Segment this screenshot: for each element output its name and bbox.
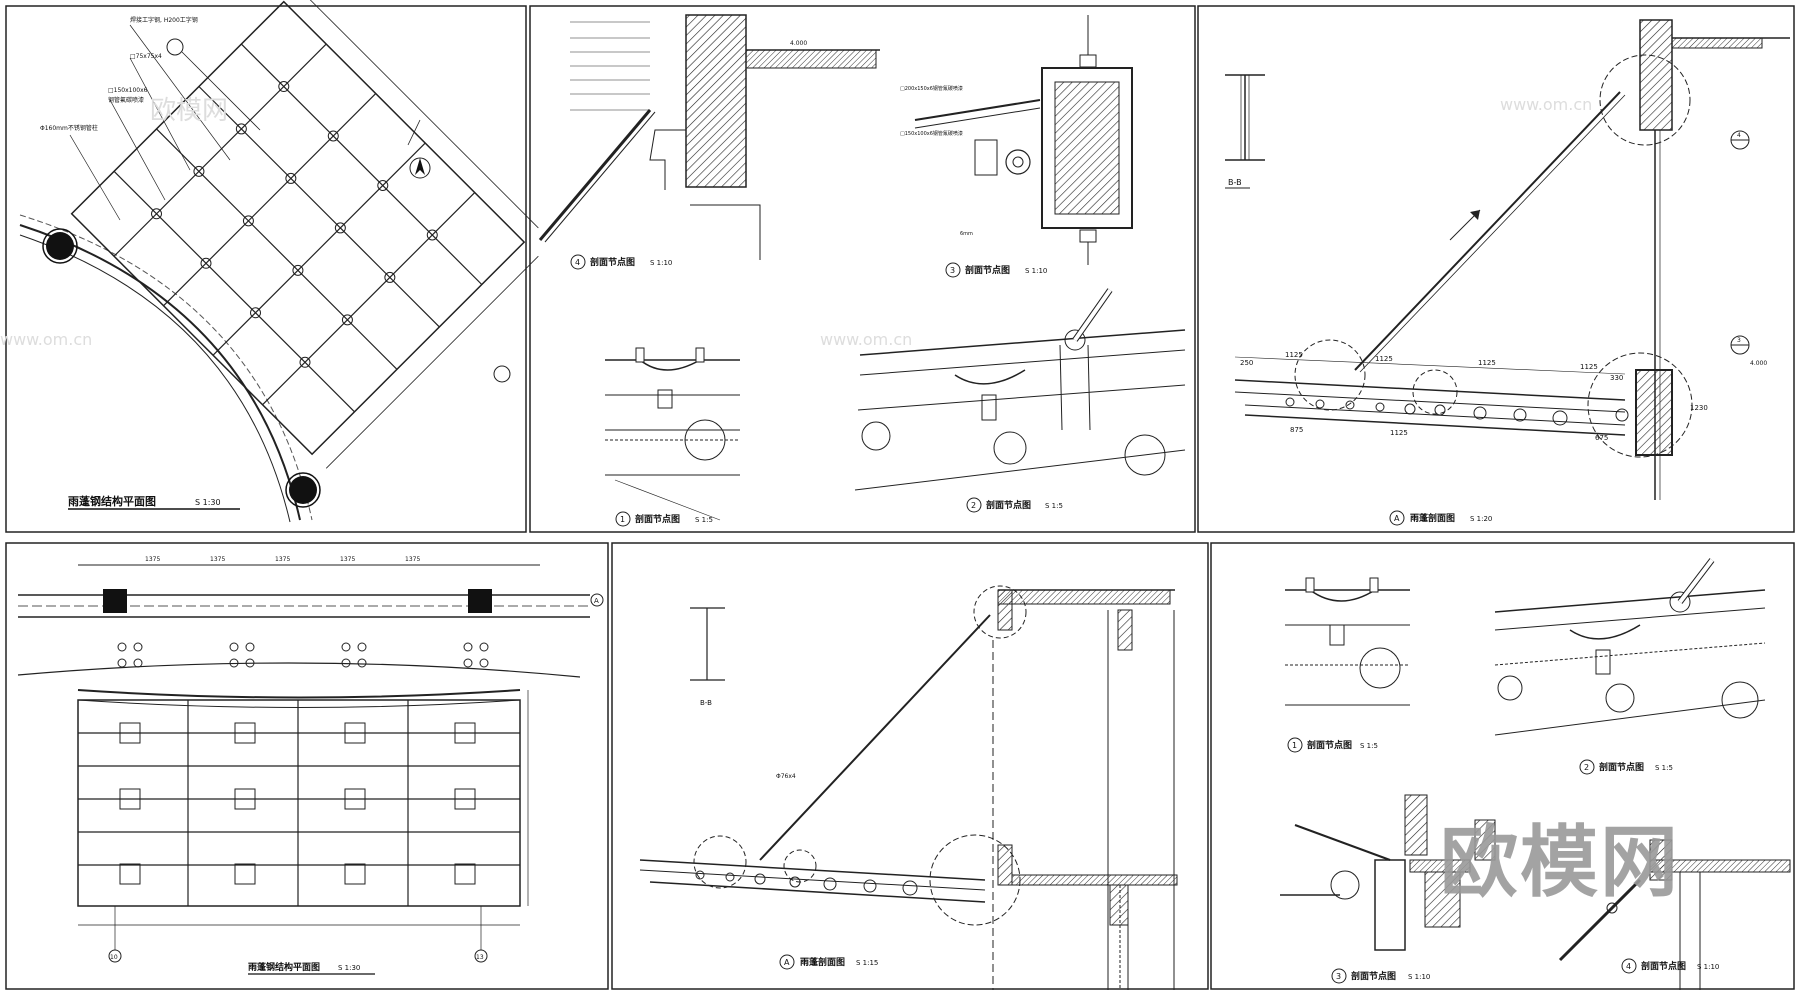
rod-label: Φ76x4 [776, 773, 796, 780]
scale-plan-top: S 1:30 [195, 498, 221, 507]
ref-4-top: 4 [1737, 132, 1741, 139]
grid-13-label: 13 [476, 954, 484, 961]
dim-a-8: 250 [1240, 359, 1253, 367]
grid-10-label: 10 [110, 954, 118, 961]
num-sec1-top: 1 [620, 515, 625, 524]
title-sec3-top: 剖面节点图 [965, 264, 1010, 276]
title-plan-top: 雨蓬钢结构平面图 [68, 494, 156, 508]
scale-sec1-bot: S 1:5 [1360, 742, 1378, 750]
note-steel-2: □75x75x4 [130, 53, 162, 60]
dim-top-1: 1375 [145, 556, 160, 563]
grid-a-label: A [594, 597, 599, 605]
title-sec4-top: 剖面节点图 [590, 256, 635, 268]
plan-top-left: 焊接工字钢, H200工字钢 □75x75x4 □150x100x6 钢管氟碳喷… [19, 0, 539, 523]
note-steel-1: 焊接工字钢, H200工字钢 [130, 16, 198, 24]
scale-sec3-top: S 1:10 [1025, 267, 1047, 275]
scale-secA-bot: S 1:15 [856, 959, 878, 967]
title-sec2-top: 剖面节点图 [986, 499, 1031, 511]
title-sec4-bot: 剖面节点图 [1641, 960, 1686, 972]
num-sec3-bot: 3 [1336, 972, 1341, 981]
ref-3-top: 3 [1737, 337, 1741, 344]
dim-a-1: 1125 [1285, 351, 1303, 359]
svg-text:□200x150x6钢管氟碳喷漆: □200x150x6钢管氟碳喷漆 [900, 85, 963, 92]
scale-sec4-top: S 1:10 [650, 259, 672, 267]
scale-sec2-top: S 1:5 [1045, 502, 1063, 510]
num-sec4-bot: 4 [1626, 962, 1631, 971]
dim-top-4: 1375 [340, 556, 355, 563]
note-steel-4: 钢管氟碳喷漆 [108, 96, 144, 104]
title-secA-top: 雨蓬剖面图 [1410, 512, 1455, 524]
scale-secA-top: S 1:20 [1470, 515, 1492, 523]
section-a-top-right: B-B 1125 1125 1125 [1225, 19, 1790, 526]
dim-top-3: 1375 [275, 556, 290, 563]
dim-a-2: 1125 [1375, 355, 1393, 363]
watermark-site-3: www.om.cn [1500, 95, 1593, 114]
watermark-logo: 欧模网 [1439, 818, 1680, 908]
num-secA-bot: A [784, 958, 790, 967]
num-secA-top: A [1394, 514, 1400, 523]
scale-sec3-bot: S 1:10 [1408, 973, 1430, 981]
dim-top-5: 1375 [405, 556, 420, 563]
dim-a-9: 330 [1610, 374, 1623, 382]
scale-sec1-top: S 1:5 [695, 516, 713, 524]
num-sec2-top: 2 [971, 501, 976, 510]
watermark-site-1: www.om.cn [0, 330, 93, 349]
scale-sec2-bot: S 1:5 [1655, 764, 1673, 772]
svg-text:6mm: 6mm [960, 231, 973, 237]
dim-a-5: 875 [1290, 426, 1303, 434]
dim-a-4: 1125 [1580, 363, 1598, 371]
note-steel-5: Φ160mm不锈钢管柱 [40, 124, 98, 132]
bb-label-top: B-B [1228, 178, 1242, 187]
dim-top-2: 1375 [210, 556, 225, 563]
dim-a-10: 1230 [1690, 404, 1708, 412]
title-sec1-top: 剖面节点图 [635, 513, 680, 525]
panel-frames [5, 5, 1795, 990]
title-sec1-bot: 剖面节点图 [1307, 739, 1352, 751]
plan-bottom-left: 1375 1375 1375 1375 1375 A [17, 556, 604, 975]
dim-a-7: 675 [1595, 434, 1608, 442]
dim-a-6: 1125 [1390, 429, 1408, 437]
dim-a-3: 1125 [1478, 359, 1496, 367]
scale-sec4-bot: S 1:10 [1697, 963, 1719, 971]
title-sec3-bot: 剖面节点图 [1351, 970, 1396, 982]
num-sec1-bot: 1 [1292, 741, 1297, 750]
num-sec3-top: 3 [950, 266, 955, 275]
note-steel-3: □150x100x6 [108, 87, 148, 94]
bb-label-bot: B-B [700, 699, 712, 707]
svg-text:□150x100x6钢管氟碳喷漆: □150x100x6钢管氟碳喷漆 [900, 130, 963, 137]
elev-4-top: 4.000 [790, 40, 807, 47]
title-sec2-bot: 剖面节点图 [1599, 761, 1644, 773]
title-plan-bot: 雨蓬钢结构平面图 [248, 961, 320, 973]
num-sec2-bot: 2 [1584, 763, 1589, 772]
scale-plan-bot: S 1:30 [338, 964, 360, 972]
elev-a-top: 4.000 [1750, 360, 1767, 367]
title-secA-bot: 雨蓬剖面图 [800, 956, 845, 968]
details-bottom-right: 1 剖面节点图 S 1:5 2 剖面节点图 S 1:5 [1280, 558, 1791, 990]
watermark-small-1: 欧模网 [150, 96, 229, 126]
watermark-site-2: www.om.cn [820, 330, 913, 349]
num-sec4-top: 4 [575, 258, 580, 267]
section-a-bottom-middle: B-B Φ76x4 A 雨蓬剖面图 S 1:15 [639, 585, 1178, 990]
details-top-middle: 4.000 4 剖面节点图 S 1:10 □200x150x6钢管氟碳喷漆 □1… [538, 14, 1186, 527]
